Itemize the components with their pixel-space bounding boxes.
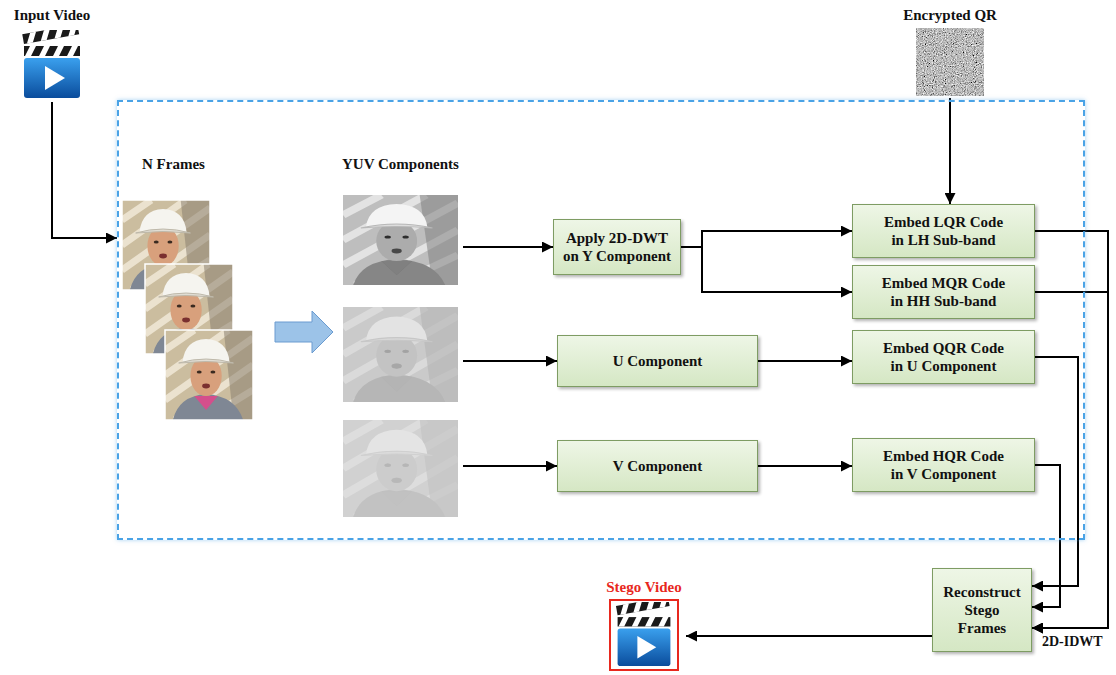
connector-arrow bbox=[52, 102, 117, 238]
process-box: Apply 2D-DWT on Y Component bbox=[553, 219, 681, 275]
process-box: V Component bbox=[557, 440, 758, 492]
yuv-images bbox=[343, 195, 458, 517]
input-frames bbox=[122, 200, 253, 420]
node-label: U Component bbox=[613, 352, 703, 370]
connector-arrow bbox=[1032, 357, 1078, 586]
frame-image bbox=[165, 330, 253, 420]
node-label: Encrypted QR bbox=[903, 6, 997, 24]
encrypted-qr: Encrypted QR bbox=[880, 6, 1020, 98]
y-component-image bbox=[343, 195, 458, 285]
column-heading: N Frames bbox=[142, 155, 205, 173]
process-box: U Component bbox=[557, 335, 758, 387]
connector-arrow bbox=[1032, 465, 1060, 607]
process-box: Embed HQR Code in V Component bbox=[852, 438, 1035, 492]
process-box: Embed MQR Code in HH Sub-band bbox=[852, 265, 1035, 319]
process-box: Reconstruct Stego Frames bbox=[932, 568, 1032, 652]
node-label: Embed QQR Code in U Component bbox=[880, 339, 1008, 375]
connector-arrow bbox=[949, 98, 951, 204]
node-label: V Component bbox=[613, 457, 702, 475]
edge-label: 2D-IDWT bbox=[1040, 634, 1105, 650]
frame-border bbox=[165, 330, 253, 420]
node-label: Embed HQR Code in V Component bbox=[880, 447, 1008, 483]
flow-arrow bbox=[463, 360, 557, 362]
node-label: Embed LQR Code in LH Sub-band bbox=[880, 213, 1008, 249]
video-icon bbox=[22, 24, 80, 98]
flow-arrow bbox=[463, 246, 553, 248]
node-label: Apply 2D-DWT on Y Component bbox=[561, 229, 673, 265]
column-heading: YUV Components bbox=[342, 155, 459, 173]
connector-arrow bbox=[686, 635, 932, 637]
connectors bbox=[52, 98, 1108, 636]
encrypted-qr-image bbox=[916, 28, 984, 96]
video-source: Input Video bbox=[2, 6, 102, 102]
node-label: Reconstruct Stego Frames bbox=[940, 583, 1024, 637]
block-arrow bbox=[275, 311, 333, 353]
processing-region: N Frames YUV ComponentsApply 2D-DWT on Y … bbox=[117, 100, 1085, 540]
image-arrows bbox=[463, 247, 557, 466]
node-label: Embed MQR Code in HH Sub-band bbox=[880, 274, 1008, 310]
connector-arrow bbox=[1032, 231, 1108, 628]
flow-arrow bbox=[463, 465, 557, 467]
video-icon bbox=[616, 597, 670, 666]
connector-arrow bbox=[758, 465, 852, 467]
connector-arrow bbox=[1032, 292, 1108, 628]
connector-arrow bbox=[681, 231, 852, 247]
u-component-image bbox=[343, 307, 458, 402]
connector-arrow bbox=[758, 360, 852, 362]
process-box: Embed LQR Code in LH Sub-band bbox=[852, 204, 1035, 258]
connector-arrow bbox=[681, 247, 852, 292]
node-label: Input Video bbox=[14, 6, 90, 24]
process-box: Embed QQR Code in U Component bbox=[852, 330, 1035, 384]
v-component-image bbox=[343, 420, 458, 517]
video-output: Stego Video bbox=[602, 578, 686, 672]
node-label: Stego Video bbox=[606, 578, 681, 596]
